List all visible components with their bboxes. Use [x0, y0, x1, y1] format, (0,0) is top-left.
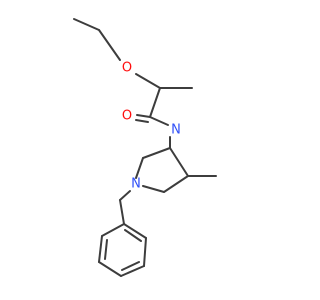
bond-ring-c3-c2: [142, 147, 171, 159]
bond-benzene-inner-4-5: [121, 261, 140, 271]
bond-ring-c5-c4: [163, 175, 189, 193]
bond-ch2-ether-oxygen: [98, 29, 121, 61]
bond-benzene-inner-2-3: [104, 239, 108, 260]
bond-methyl-ch2: [73, 18, 100, 31]
bond-ether-oxygen-alpha-carbon: [135, 73, 161, 89]
bond-ring-n1-c5: [142, 185, 165, 193]
bond-carbonyl-amide-nitrogen: [149, 116, 169, 126]
bond-ring-c3-c4: [169, 147, 189, 177]
amide-nitrogen-label: N: [171, 123, 181, 138]
bond-carbonyl-oxygen-1: [136, 114, 151, 118]
bond-n1-benzyl-ch2: [119, 190, 131, 201]
bond-benzyl-ch2-ring: [119, 199, 125, 225]
bond-benzene-1-2: [101, 223, 125, 237]
molecule-structure-diagram: O O N N: [73, 18, 217, 277]
bond-benzene-5-6: [143, 237, 147, 267]
bond-benzene-2-3: [98, 235, 103, 263]
ether-oxygen-label: O: [122, 61, 132, 76]
pyrrolidine-nitrogen-label: N: [131, 177, 141, 192]
bond-benzene-inner-6-1: [124, 229, 142, 242]
bond-alpha-carbon-carbonyl: [149, 87, 161, 118]
carbonyl-oxygen-label: O: [122, 109, 132, 124]
bond-carbonyl-oxygen-2: [135, 119, 149, 123]
bond-ring-c2-n1: [135, 157, 144, 179]
bond-benzene-6-1: [123, 223, 147, 239]
bond-benzene-4-5: [120, 265, 145, 277]
bond-benzene-3-4: [98, 261, 122, 277]
